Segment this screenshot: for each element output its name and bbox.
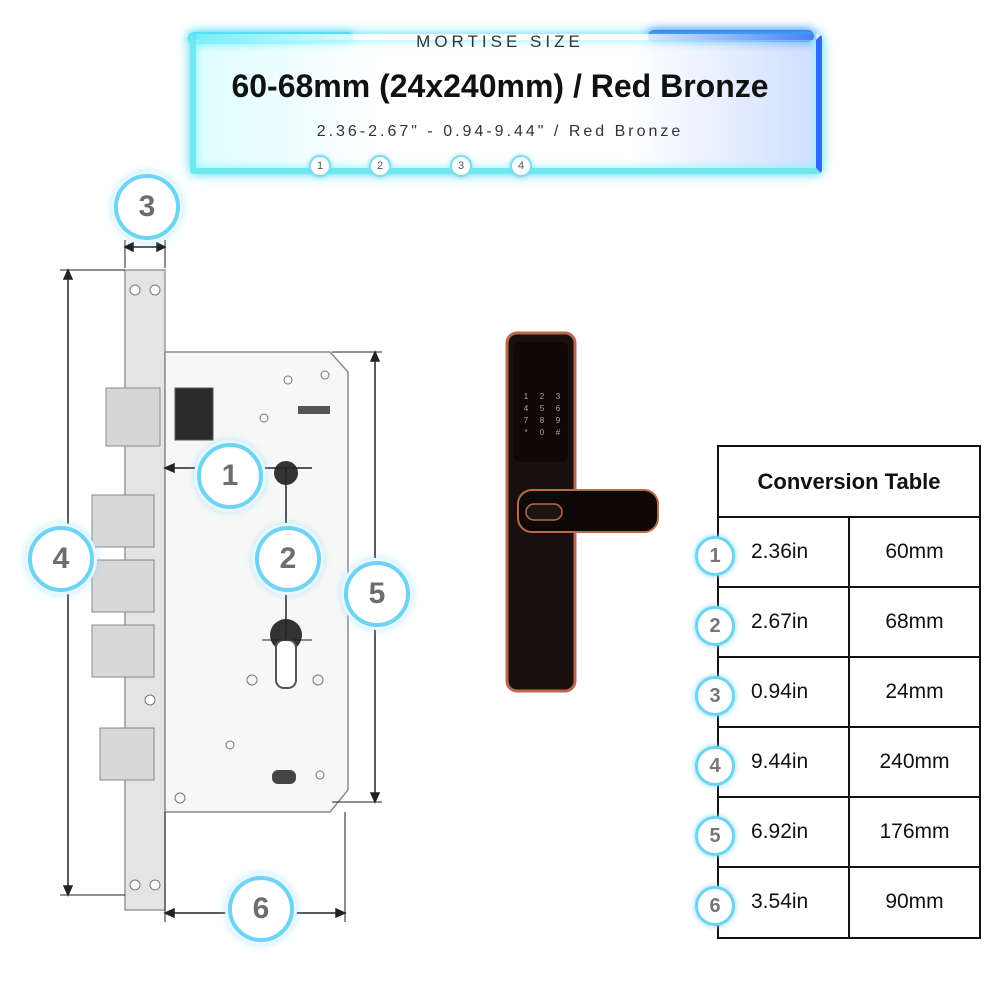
dimension-badge-3: 3	[114, 174, 180, 240]
table-cell-mm: 60mm	[885, 540, 944, 563]
table-cell-inches: 3.54in	[719, 868, 850, 938]
table-row-badge-4: 4	[695, 746, 735, 786]
deadbolt-1	[91, 494, 155, 548]
table-row: 3.54in 90mm	[719, 868, 979, 938]
dimension-badge-5: 5	[344, 561, 410, 627]
keypad-key: #	[555, 428, 561, 437]
deadbolt-3	[91, 624, 155, 678]
table-row-badge-6: 6	[695, 886, 735, 926]
keypad-key: 4	[523, 404, 529, 413]
table-cell-inches: 6.92in	[719, 798, 850, 866]
keypad-key: 1	[523, 392, 529, 401]
header-marker-4: 4	[510, 155, 532, 177]
header-kicker: MORTISE SIZE	[416, 32, 584, 51]
keypad-key: 0	[539, 428, 545, 437]
keypad-key: 2	[539, 392, 545, 401]
keypad-key: 9	[555, 416, 561, 425]
header-subtitle: 2.36-2.67" - 0.94-9.44" / Red Bronze	[316, 123, 684, 140]
table-cell-mm: 68mm	[885, 610, 944, 633]
smart-lock-image	[505, 331, 659, 693]
header-frame	[190, 34, 822, 174]
fingerprint-sensor	[525, 503, 563, 521]
keypad-key: 7	[523, 416, 529, 425]
table-cell-mm: 24mm	[885, 680, 944, 703]
table-cell-inches: 2.36in	[719, 518, 850, 586]
keypad: 1 2 3 4 5 6 7 8 9 * 0 #	[518, 392, 566, 437]
dimension-badge-4: 4	[28, 526, 94, 592]
table-cell-mm: 90mm	[885, 890, 944, 913]
keypad-key: 5	[539, 404, 545, 413]
table-row-badge-3: 3	[695, 676, 735, 716]
table-row: 6.92in 176mm	[719, 798, 979, 868]
table-cell-mm: 240mm	[879, 750, 950, 773]
table-row: 0.94in 24mm	[719, 658, 979, 728]
header-marker-3: 3	[450, 155, 472, 177]
table-cell-inches: 9.44in	[719, 728, 850, 796]
table-row: 9.44in 240mm	[719, 728, 979, 798]
header-marker-1: 1	[309, 155, 331, 177]
keypad-key: *	[524, 428, 528, 437]
keypad-key: 6	[555, 404, 561, 413]
conversion-table: Conversion Table 2.36in 60mm 2.67in 68mm…	[717, 445, 981, 939]
latch-bolt	[105, 387, 161, 447]
table-cell-inches: 2.67in	[719, 588, 850, 656]
table-row-badge-2: 2	[695, 606, 735, 646]
table-row-badge-5: 5	[695, 816, 735, 856]
keypad-key: 3	[555, 392, 561, 401]
auxiliary-latch	[99, 727, 155, 781]
table-row-badge-1: 1	[695, 536, 735, 576]
dimension-badge-1: 1	[197, 443, 263, 509]
table-row: 2.67in 68mm	[719, 588, 979, 658]
deadbolt-2	[91, 559, 155, 613]
header-marker-2: 2	[369, 155, 391, 177]
table-row: 2.36in 60mm	[719, 518, 979, 588]
dimension-badge-2: 2	[255, 526, 321, 592]
keypad-key: 8	[539, 416, 545, 425]
header-title: 60-68mm (24x240mm) / Red Bronze	[231, 68, 769, 104]
dimension-badge-6: 6	[228, 876, 294, 942]
conversion-table-title: Conversion Table	[719, 447, 979, 518]
table-cell-inches: 0.94in	[719, 658, 850, 726]
lever-handle	[517, 489, 659, 533]
table-cell-mm: 176mm	[879, 820, 950, 843]
